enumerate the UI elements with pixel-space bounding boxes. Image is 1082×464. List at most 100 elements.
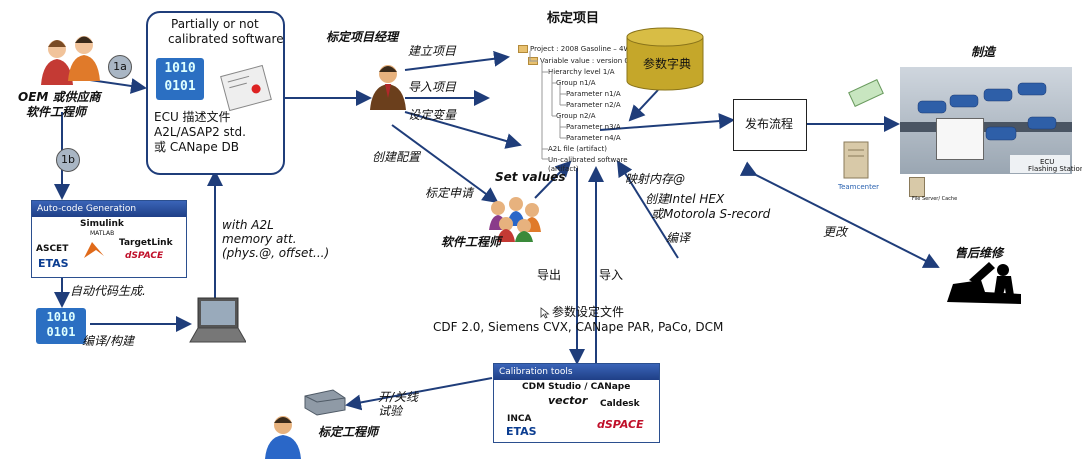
matlab-label: MATLAB xyxy=(90,230,115,237)
import-label: 导入 xyxy=(599,268,624,282)
test-label-line1: 开/关线 xyxy=(378,390,419,404)
test-label-line2: 试验 xyxy=(378,404,403,418)
create-hex-line2: 或Motorola S-record xyxy=(651,207,771,221)
tree-item-a2l: A2L file (artifact) xyxy=(548,145,607,153)
step-1b-badge: 1b xyxy=(56,148,80,172)
matlab-logo-icon xyxy=(82,238,106,260)
manager-person-icon xyxy=(368,62,408,110)
arrow-set-variables xyxy=(404,111,522,149)
action-set-variable: 设定变量 xyxy=(408,108,457,122)
folder-icon xyxy=(518,45,528,53)
binary-line2: 0101 xyxy=(164,79,196,94)
cursor-icon xyxy=(540,307,550,319)
flashing-dialog-icon xyxy=(936,118,984,160)
simulink-label: Simulink xyxy=(80,219,124,229)
tree-item-group-2: Group n2/A xyxy=(556,112,596,120)
oem-engineers-icon xyxy=(37,33,107,89)
arrow-aftersales-release xyxy=(739,161,940,268)
action-create-project: 建立项目 xyxy=(408,44,457,58)
tools-etas-logo: ETAS xyxy=(506,425,537,438)
software-engineer-label: 软件工程师 xyxy=(441,235,502,249)
binary-icon-small: 1010 0101 xyxy=(36,308,86,344)
action-create-config: 创建配置 xyxy=(372,150,421,164)
create-hex-line1: 创建Intel HEX xyxy=(645,192,725,206)
server-icon xyxy=(842,140,870,180)
targetlink-label: TargetLink xyxy=(119,238,173,248)
cdm-studio-label: CDM Studio / CANape xyxy=(522,382,631,392)
compile-label: 编译 xyxy=(666,231,691,245)
map-memory-label: 映射内存@ xyxy=(625,172,686,186)
tree-item-artifact: (artifact) xyxy=(548,165,579,173)
arrow-oem-to-software xyxy=(89,78,147,94)
release-process-label: 发布流程 xyxy=(745,117,794,131)
inca-label: INCA xyxy=(507,414,532,424)
calibration-engineer-icon xyxy=(262,413,304,459)
binary-line1: 1010 xyxy=(164,61,196,76)
param-file-label: 参数设定文件 xyxy=(552,305,625,319)
arrow-tools-to-ecu xyxy=(345,377,493,411)
autocode-dspace-logo: dSPACE xyxy=(125,251,164,261)
dictionary-cylinder-icon xyxy=(625,27,705,91)
tree-item-group-1: Group n1/A xyxy=(556,79,596,87)
manager-label: 标定项目经理 xyxy=(326,30,399,44)
a2l-note-line2: memory att. xyxy=(222,232,297,246)
laptop-icon xyxy=(188,296,246,348)
ecu-flashing-line2: Flashing Station xyxy=(1028,165,1082,173)
software-title-line1: Partially or not xyxy=(171,17,259,31)
ascet-label: ASCET xyxy=(36,244,69,254)
arrow-dictionary-to-project xyxy=(628,89,659,122)
software-desc-line1: ECU 描述文件 xyxy=(154,110,231,124)
assembly-line-image xyxy=(900,67,1072,174)
set-values-label: Set values xyxy=(495,170,566,184)
arrow-compile xyxy=(616,160,679,259)
tools-dspace-logo: dSPACE xyxy=(597,418,644,431)
step-1a-badge: 1a xyxy=(108,55,132,79)
calibration-tools-header: Calibration tools xyxy=(494,364,659,380)
param-formats-label: CDF 2.0, Siemens CVX, CANape PAR, PaCo, … xyxy=(433,320,724,334)
dictionary-label: 参数字典 xyxy=(643,57,692,71)
tree-item-param-4: Parameter n4/A xyxy=(566,134,621,142)
modify-label: 更改 xyxy=(823,225,848,239)
compile-build-label: 编译/构建 xyxy=(82,334,135,348)
manufacturing-title: 制造 xyxy=(971,45,996,59)
software-desc-line2: A2L/ASAP2 std. xyxy=(154,125,246,139)
calibration-tools-panel: Calibration tools xyxy=(493,363,660,443)
arrow-set-values xyxy=(534,160,572,199)
autocode-etas-logo: ETAS xyxy=(38,257,69,270)
software-engineers-icon xyxy=(484,196,544,242)
export-label: 导出 xyxy=(537,268,562,282)
action-calibration-request: 标定申请 xyxy=(425,186,474,200)
tree-item-project: Project : 2008 Gasoline – 4WD xyxy=(530,45,636,53)
oem-label-line1: OEM 或供应商 xyxy=(18,90,101,104)
tree-item-param-2: Parameter n2/A xyxy=(566,101,621,109)
ecu-device-icon xyxy=(303,388,347,416)
calibration-engineer-label: 标定工程师 xyxy=(318,425,379,439)
caldesk-label: Caldesk xyxy=(600,399,640,409)
tree-item-uncalibrated: Un-calibrated software xyxy=(548,156,628,164)
oem-label-line2: 软件工程师 xyxy=(26,105,87,119)
autocode-generate-label: 自动代码生成. xyxy=(70,284,146,298)
binary-icon: 1010 0101 xyxy=(156,58,204,100)
aftersales-label: 售后维修 xyxy=(955,246,1004,260)
arrow-create-config xyxy=(391,124,499,204)
release-process-box xyxy=(733,99,807,151)
software-title-line2: calibrated software xyxy=(168,32,284,46)
file-server-icon xyxy=(909,177,925,197)
binary-small-line2: 0101 xyxy=(46,325,76,339)
tree-item-param-3: Parameter n3/A xyxy=(566,123,621,131)
autocode-header: Auto-code Generation xyxy=(32,201,186,217)
ecu-flashing-line1: ECU xyxy=(1040,158,1055,166)
project-title: 标定项目 xyxy=(547,11,600,26)
action-import-project: 导入项目 xyxy=(408,80,457,94)
teamcenter-label: Teamcenter xyxy=(838,183,880,191)
folder-icon xyxy=(528,57,538,65)
a2l-note-line3: (phys.@, offset...) xyxy=(222,246,330,260)
arrow-project-to-release xyxy=(599,113,735,131)
vector-logo: vector xyxy=(548,394,588,407)
binary-small-line1: 1010 xyxy=(46,310,76,324)
arrow-create-project xyxy=(404,50,510,71)
software-desc-line3: 或 CANape DB xyxy=(154,140,240,154)
a2l-note-line1: with A2L xyxy=(222,218,274,232)
repair-car-icon xyxy=(945,258,1025,308)
